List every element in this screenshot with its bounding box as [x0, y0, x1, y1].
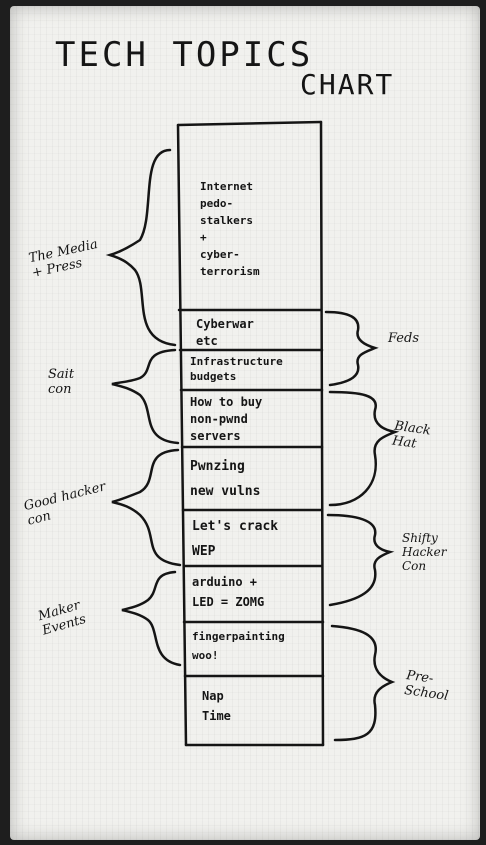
row-infrastructure: Infrastructure budgets	[190, 355, 283, 384]
label-black-hat: Black Hat	[391, 418, 432, 452]
row-crack-wep: Let's crack WEP	[192, 519, 279, 559]
row-cyberwar: Cyberwar etc	[196, 317, 254, 348]
row-buy-servers: How to buy non-pwnd servers	[190, 395, 263, 443]
row-internet: Internet pedo- stalkers + cyber- terrori…	[200, 180, 260, 279]
row-nap-time: Nap Time	[202, 689, 231, 724]
label-pre-school: Pre- School	[403, 668, 450, 704]
label-sait-con: Sait con	[48, 367, 75, 397]
label-feds: Feds	[388, 331, 419, 346]
napkin	[10, 6, 480, 840]
chart-title-line2: Chart	[300, 68, 395, 101]
row-pwnzing: Pwnzing new vulns	[190, 459, 261, 499]
row-fingerpainting: fingerpainting woo!	[192, 630, 285, 662]
chart-title-line1: Tech Topics	[55, 35, 314, 75]
row-arduino: arduino + LED = ZOMG	[192, 575, 265, 610]
label-shifty-hacker-con: Shifty Hacker Con	[402, 531, 447, 573]
